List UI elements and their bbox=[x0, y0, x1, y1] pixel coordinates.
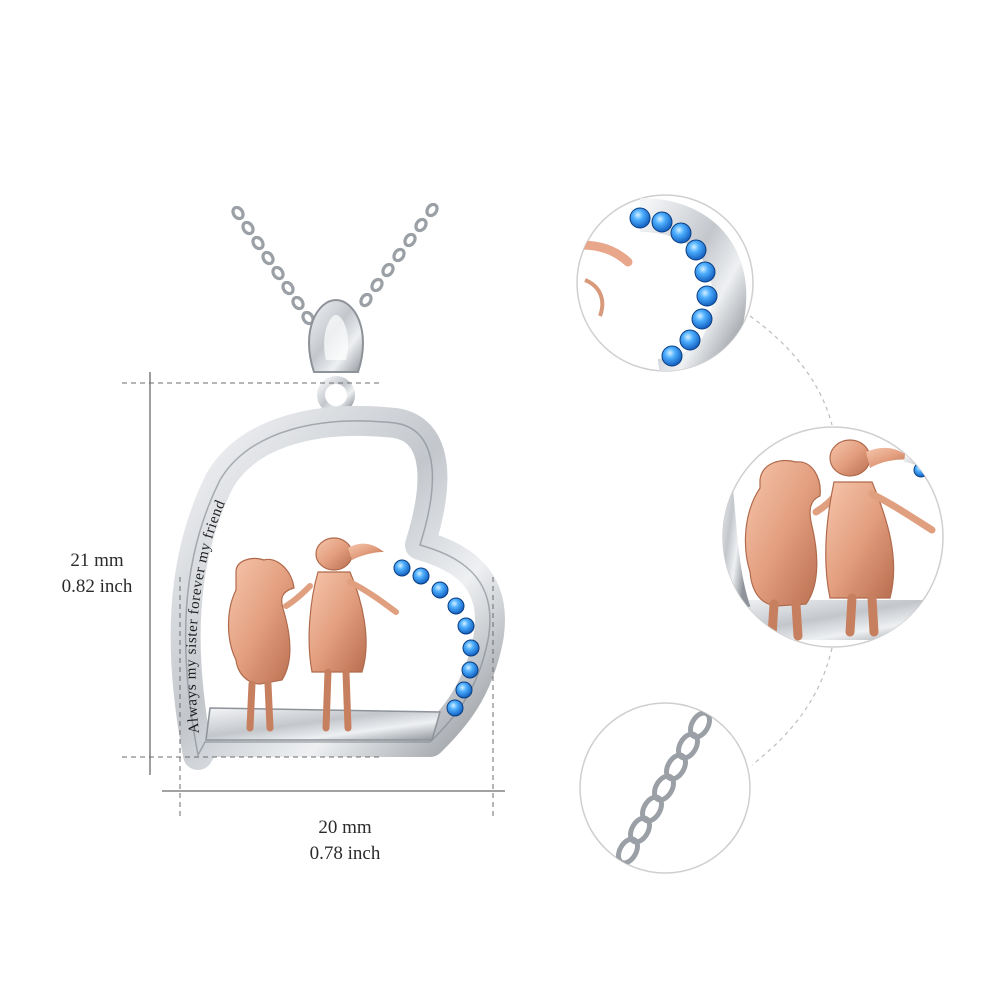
gem-stones bbox=[393, 559, 480, 717]
chain-detail-circle bbox=[579, 702, 751, 874]
rose-gold-figures bbox=[227, 537, 399, 732]
width-mm: 20 mm bbox=[318, 817, 372, 838]
gem-detail-circle bbox=[576, 194, 754, 372]
width-inch: 0.78 inch bbox=[309, 843, 381, 864]
width-dimension-label: 20 mm 0.78 inch bbox=[290, 815, 400, 867]
dimension-lines bbox=[122, 372, 505, 818]
pendant-bail bbox=[308, 298, 364, 414]
height-mm: 21 mm bbox=[70, 550, 124, 571]
height-dimension-label: 21 mm 0.82 inch bbox=[42, 548, 152, 600]
figures-detail-circle bbox=[722, 426, 944, 648]
detail-connectors bbox=[749, 315, 833, 766]
height-inch: 0.82 inch bbox=[61, 576, 133, 597]
necklace-chain bbox=[231, 202, 439, 326]
